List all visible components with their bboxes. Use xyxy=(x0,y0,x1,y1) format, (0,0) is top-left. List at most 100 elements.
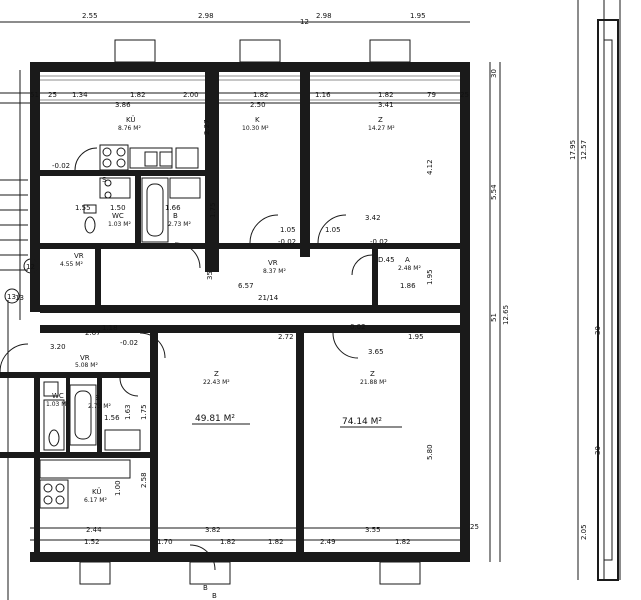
dim-int-41: 30 xyxy=(594,326,602,335)
dim-int-19: 3.20 xyxy=(50,343,66,351)
dim-int-25: 2.44 xyxy=(86,526,102,534)
fixtures xyxy=(39,144,201,509)
dim-int-21: 1.56 xyxy=(104,414,120,422)
dim-row1-1: 25 xyxy=(48,91,57,99)
room-wc-top-area: 1.03 M² xyxy=(108,221,131,228)
room-b-top-area: 2.73 M² xyxy=(168,221,191,228)
dim-int-1: 4.12 xyxy=(426,159,434,175)
dim-int-22: 1.75 xyxy=(140,404,148,420)
dim-int-2: 1.50 xyxy=(110,204,126,212)
dim-int-33: 1.82 xyxy=(268,538,284,546)
dim-top-1: 2.98 xyxy=(198,12,214,20)
room-vr-center-area: 8.37 M² xyxy=(263,268,286,275)
room-vr-leftbottom-area: 5.08 M² xyxy=(75,362,98,369)
dim-int-46: -0.02 xyxy=(370,238,388,246)
dim-int-32: 1.82 xyxy=(395,538,411,546)
dim-int-39: 17.95 xyxy=(569,140,577,160)
total-right: 74.14 M² xyxy=(342,417,382,427)
dim-row1-5: 1.82 xyxy=(253,91,269,99)
room-z-right-area: 21.88 M² xyxy=(360,379,387,386)
dim-top-3: 1.95 xyxy=(410,12,426,20)
dim-int-15: 1.18 xyxy=(102,324,118,332)
dim-int-28: 1.52 xyxy=(84,538,100,546)
dim-top-0: 2.55 xyxy=(82,12,98,20)
room-labels: KÜ 8.76 M² K 10.30 M² Z 14.27 M² B 2.73 … xyxy=(46,115,421,504)
dim-int-47: 0.02 xyxy=(350,323,366,331)
room-b-bottom-name: B xyxy=(95,394,100,402)
room-vr-center-name: VR xyxy=(268,259,278,267)
room-z-top-area: 14.27 M² xyxy=(368,125,395,132)
dim-int-49: D.45 xyxy=(378,256,395,264)
area-totals: 49.81 M² 74.14 M² xyxy=(192,414,402,428)
interior-walls xyxy=(0,72,460,562)
dim-int-12: 1.95 xyxy=(426,269,434,285)
dim-int-16: 2.72 xyxy=(278,333,294,341)
dim-row1-8: 79 xyxy=(427,91,436,99)
room-wc-bottom-name: WC xyxy=(52,392,64,400)
dim-row1-4: 2.00 xyxy=(183,91,199,99)
room-z-center-name: Z xyxy=(214,370,219,378)
dim-int-9: 35 xyxy=(206,271,214,280)
room-k-top-name: K xyxy=(255,116,260,124)
dim-row1-3: 1.82 xyxy=(130,91,146,99)
dim-int-14: 2.67 xyxy=(85,329,101,337)
misc-marks: B S xyxy=(102,176,217,600)
total-left: 49.81 M² xyxy=(195,414,235,424)
interior-dimensions: 2.27 4.12 1.50 1.55 1.66 1.75 1.05 1.05 … xyxy=(15,18,602,592)
room-vr-lefttop-area: 4.55 M² xyxy=(60,261,83,268)
dim-int-24: 1.00 xyxy=(114,480,122,496)
dim-int-50: 12 xyxy=(300,18,309,26)
mark-b: B xyxy=(212,592,217,600)
dim-row2-2: 3.41 xyxy=(378,101,394,109)
dim-row1-6: 1.16 xyxy=(315,91,331,99)
room-z-right-name: Z xyxy=(370,370,375,378)
room-wc-top-name: WC xyxy=(112,212,124,220)
room-a-area: 2.48 M² xyxy=(398,265,421,272)
room-a-name: A xyxy=(405,256,410,264)
dim-int-27: 3.55 xyxy=(365,526,381,534)
dim-int-48: -0.02 xyxy=(120,339,138,347)
dim-row1-2: 1.34 xyxy=(72,91,88,99)
dim-int-18: 3.65 xyxy=(368,348,384,356)
dim-row2-1: 2.50 xyxy=(250,101,266,109)
dim-int-29: 1.70 xyxy=(157,538,173,546)
dim-int-52: B xyxy=(203,584,208,592)
dim-int-23: 2.58 xyxy=(140,472,148,488)
dim-top-2: 2.98 xyxy=(316,12,332,20)
dim-row1-0: 51 xyxy=(30,91,39,99)
dim-int-31: 2.49 xyxy=(320,538,336,546)
staircase xyxy=(0,179,28,271)
section-strip xyxy=(597,19,619,581)
dim-row2-0: 3.86 xyxy=(115,101,131,109)
room-vr-lefttop-name: VR xyxy=(74,252,84,260)
mark-s: S xyxy=(102,176,107,184)
dim-int-5: 1.75 xyxy=(209,202,217,218)
dim-int-51: 13 xyxy=(15,294,24,302)
room-b-top-name: B xyxy=(173,212,178,220)
top-wall-hatching xyxy=(40,75,460,101)
top-dimensions: 2.55 2.98 2.98 1.95 51 25 1.34 1.82 2.00… xyxy=(30,12,469,109)
outer-walls xyxy=(30,62,470,562)
dim-int-44: -0.02 xyxy=(52,162,70,170)
room-vr-leftbottom-name: VR xyxy=(80,354,90,362)
grid-markers: 12 13 xyxy=(4,258,39,304)
dim-int-45: -0.02 xyxy=(278,238,296,246)
dim-int-42: 30 xyxy=(594,446,602,455)
dim-int-43: 2.05 xyxy=(580,524,588,540)
room-kue-bottom-area: 6.17 M² xyxy=(84,497,107,504)
dim-row1-9: 25 xyxy=(460,91,469,99)
dim-int-7: 1.05 xyxy=(325,226,341,234)
room-z-center-area: 22.43 M² xyxy=(203,379,230,386)
dim-int-34: 5.80 xyxy=(426,444,434,460)
dim-int-10: 6.57 xyxy=(238,282,254,290)
room-kue-top-name: KÜ xyxy=(126,115,136,124)
dim-int-26: 3.82 xyxy=(205,526,221,534)
room-kue-bottom-name: KÜ xyxy=(92,487,102,496)
doors xyxy=(0,147,373,571)
circle-12: 12 xyxy=(26,263,35,271)
dim-int-37: 5.54 xyxy=(490,184,498,200)
room-kue-top-area: 8.76 M² xyxy=(118,125,141,132)
dim-int-53: 25 xyxy=(470,523,479,531)
dim-int-8: 3.42 xyxy=(365,214,381,222)
